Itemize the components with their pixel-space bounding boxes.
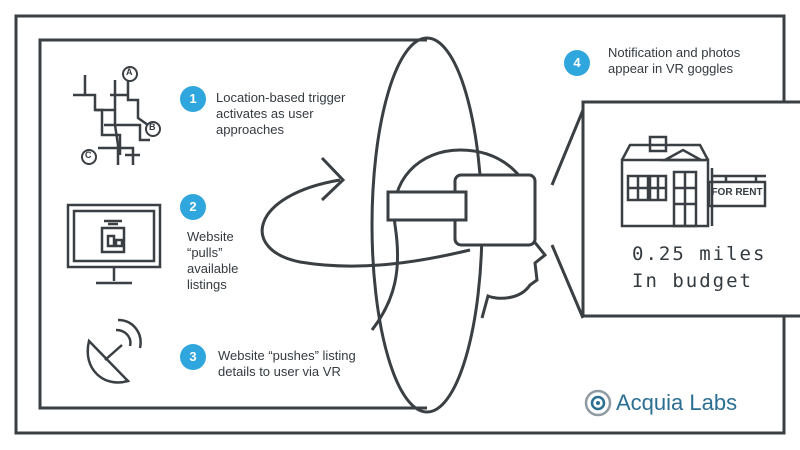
step-2-line: listings xyxy=(187,277,227,292)
satellite-dish-icon xyxy=(86,318,142,384)
step-3-line: details to user via VR xyxy=(218,364,341,379)
step-4-line: Notification and photos xyxy=(608,45,741,60)
step-4-badge: 4 xyxy=(564,50,590,76)
step-3-line: Website “pushes” listing xyxy=(218,348,356,363)
vr-budget-text: In budget xyxy=(632,270,753,292)
map-marker-b-icon xyxy=(145,121,161,137)
map-marker-c-icon xyxy=(81,149,97,165)
step-1-text: Location-based trigger activates as user… xyxy=(216,90,345,138)
connector-top xyxy=(550,109,585,186)
map-marker-c-label: C xyxy=(85,150,92,160)
arrow-head-icon xyxy=(320,156,346,202)
step-4-line: appear in VR goggles xyxy=(608,61,734,76)
logo-suffix: Labs xyxy=(689,390,738,415)
for-rent-sign-icon xyxy=(707,168,767,226)
map-route-icon xyxy=(73,75,150,165)
step-1-line: activates as user xyxy=(216,106,314,121)
map-marker-a-icon xyxy=(122,66,138,82)
acquia-logo-icon xyxy=(584,389,612,417)
step-3-badge: 3 xyxy=(180,344,206,370)
for-rent-sign-text: FOR RENT xyxy=(711,187,763,198)
step-1-line: approaches xyxy=(216,122,284,137)
map-marker-a-label: A xyxy=(126,67,133,77)
map-marker-b-label: B xyxy=(149,122,156,132)
vr-distance-text: 0.25 miles xyxy=(632,243,767,265)
loop-arrow xyxy=(260,178,471,268)
monitor-icon xyxy=(66,203,162,285)
vr-display-box xyxy=(581,100,800,318)
connector-bottom xyxy=(550,244,585,319)
step-2-text: Website “pulls” available listings xyxy=(187,229,238,293)
step-1-badge: 1 xyxy=(180,86,206,112)
step-1-line: Location-based trigger xyxy=(216,90,346,105)
logo-brand: Acquia xyxy=(616,390,684,415)
logo-wordmark: Acquia Labs xyxy=(616,390,737,416)
step-2-line: Website xyxy=(187,229,234,244)
vr-head-icon xyxy=(370,148,548,331)
step-4-text: Notification and photos appear in VR gog… xyxy=(608,45,740,77)
step-2-badge: 2 xyxy=(180,194,206,220)
step-2-line: “pulls” xyxy=(187,245,223,260)
step-3-text: Website “pushes” listing details to user… xyxy=(218,348,356,380)
inner-frame xyxy=(38,38,427,410)
step-2-line: available xyxy=(187,261,239,276)
